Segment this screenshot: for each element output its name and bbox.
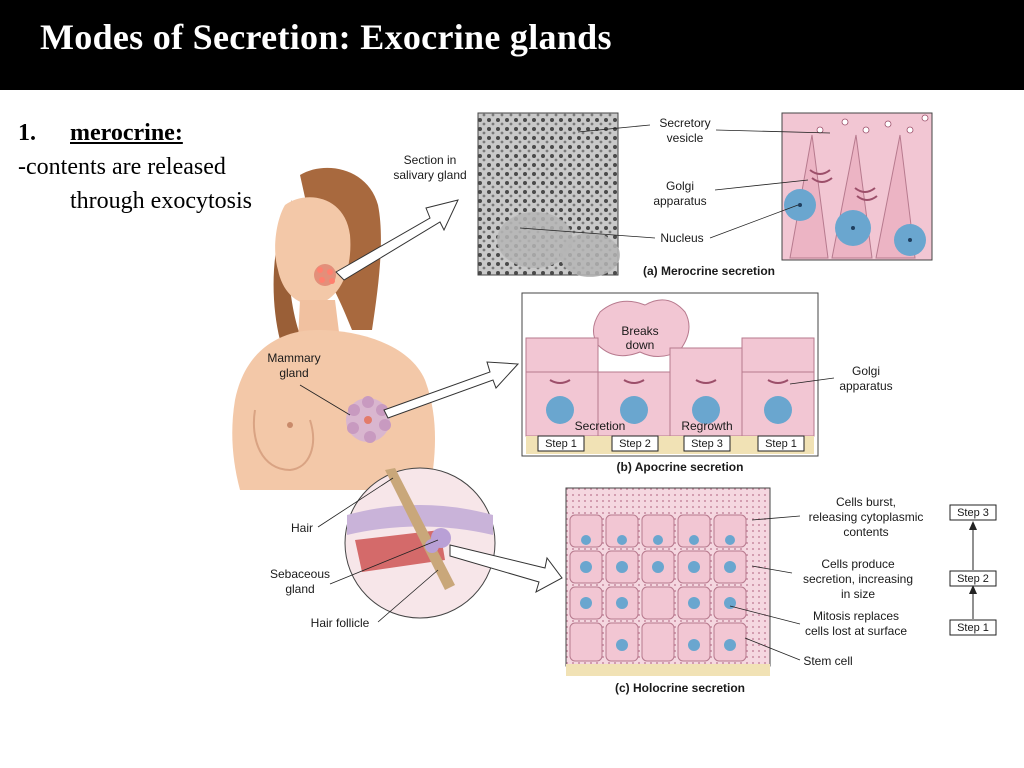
label-cells-produce-1: Cells produce <box>821 557 895 571</box>
arrow-to-apocrine <box>383 361 520 419</box>
label-salivary-line-1: Section in <box>404 153 457 167</box>
arrow-to-merocrine <box>335 199 459 281</box>
slide-title: Modes of Secretion: Exocrine glands <box>40 17 612 57</box>
label-cells-burst-1: Cells burst, <box>836 495 896 509</box>
label-mitosis-2: cells lost at surface <box>805 624 907 638</box>
label-golgi-2: apparatus <box>653 194 706 208</box>
label-cells-burst-2: releasing cytoplasmic <box>809 510 924 524</box>
apocrine-step-4: Step 1 <box>765 438 797 450</box>
mammary-gland-illustration <box>346 396 391 443</box>
bullet-text-line-2: through exocytosis <box>70 188 252 214</box>
holocrine-step-2: Step 2 <box>957 573 989 585</box>
apocrine-step-box-3 <box>683 435 731 452</box>
caption-holocrine: (c) Holocrine secretion <box>615 681 745 695</box>
caption-merocrine: (a) Merocrine secretion <box>643 264 775 278</box>
label-sebaceous-line-1: Sebaceous <box>270 567 330 581</box>
pointer-arrows <box>335 199 563 594</box>
label-salivary-line-2: salivary gland <box>393 168 466 182</box>
label-cells-burst-3: contents <box>843 525 888 539</box>
label-sebaceous-line-2: gland <box>285 582 314 596</box>
label-secretion: Secretion <box>575 419 626 433</box>
apocrine-step-3: Step 3 <box>691 438 723 450</box>
bullet-heading: merocrine: <box>70 120 183 146</box>
label-hair-follicle: Hair follicle <box>311 616 370 630</box>
label-secretory-vesicle-1: Secretory <box>659 116 710 130</box>
apocrine-panel: Step 1 Step 2 Step 3 Step 1 Breaks down … <box>521 292 893 474</box>
label-mammary-line-2: gland <box>279 366 308 380</box>
body-leader-lines <box>299 384 439 623</box>
label-breaks-down-1: Breaks <box>621 324 658 338</box>
caption-apocrine: (b) Apocrine secretion <box>617 460 744 474</box>
holocrine-step-ladder: Step 3 Step 2 Step 1 <box>949 504 997 636</box>
apocrine-step-box-2 <box>611 435 659 452</box>
label-stem-cell: Stem cell <box>803 654 852 668</box>
apocrine-step-2: Step 2 <box>619 438 651 450</box>
skin-magnified-circle <box>344 467 496 619</box>
holocrine-step-1: Step 1 <box>957 622 989 634</box>
label-mammary-line-1: Mammary <box>267 351 320 365</box>
title-bar: Modes of Secretion: Exocrine glands <box>0 0 1024 90</box>
human-figure-illustration <box>232 167 496 619</box>
arrow-to-holocrine <box>449 544 563 594</box>
bullet-number: 1. <box>18 120 36 146</box>
label-nucleus: Nucleus <box>660 231 703 245</box>
label-secretory-vesicle-2: vesicle <box>667 131 704 145</box>
label-cells-produce-3: in size <box>841 587 875 601</box>
holocrine-step-3: Step 3 <box>957 507 989 519</box>
label-mitosis-1: Mitosis replaces <box>813 609 899 623</box>
apocrine-step-box-4 <box>757 435 805 452</box>
holocrine-panel: Cells burst, releasing cytoplasmic conte… <box>565 487 997 695</box>
merocrine-panel: Secretory vesicle Golgi apparatus Nucleu… <box>477 112 933 278</box>
bullet-text-line-1: -contents are released <box>18 154 226 180</box>
label-breaks-down-2: down <box>626 338 655 352</box>
label-regrowth: Regrowth <box>681 419 732 433</box>
label-apocrine-golgi-2: apparatus <box>839 379 892 393</box>
label-cells-produce-2: secretion, increasing <box>803 572 913 586</box>
apocrine-step-box-1 <box>537 435 585 452</box>
label-golgi-1: Golgi <box>666 179 694 193</box>
apocrine-step-1: Step 1 <box>545 438 577 450</box>
label-apocrine-golgi-1: Golgi <box>852 364 880 378</box>
label-hair: Hair <box>291 521 313 535</box>
